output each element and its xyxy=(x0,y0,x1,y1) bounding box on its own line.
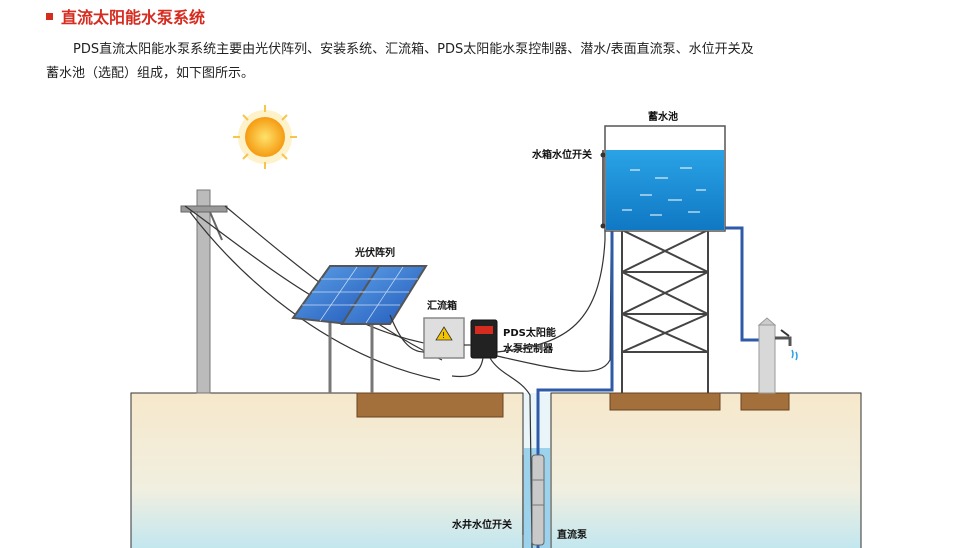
combiner-box: ! 汇流箱 xyxy=(423,299,465,359)
panel-foundation xyxy=(356,392,504,418)
tank-level-switch: 水箱水位开关 xyxy=(531,148,606,229)
reservoir-tank: 蓄水池 xyxy=(604,110,726,232)
dc-pump: 直流泵 xyxy=(531,454,588,546)
section-heading: 直流太阳能水泵系统 xyxy=(46,4,205,28)
faucet-foundation xyxy=(740,392,790,411)
intro-paragraph: PDS直流太阳能水泵系统主要由光伏阵列、安装系统、汇流箱、PDS太阳能水泵控制器… xyxy=(46,38,896,86)
section-title: 直流太阳能水泵系统 xyxy=(61,8,206,27)
wiring xyxy=(389,154,613,548)
controller-label-line2: 水泵控制器 xyxy=(502,342,554,355)
reservoir-label: 蓄水池 xyxy=(648,110,678,123)
ground-left xyxy=(130,392,524,548)
sun-icon xyxy=(233,105,297,169)
intro-line-1: PDS直流太阳能水泵系统主要由光伏阵列、安装系统、汇流箱、PDS太阳能水泵控制器… xyxy=(73,42,754,57)
pv-array-label: 光伏阵列 xyxy=(354,246,395,259)
tank-level-switch-label: 水箱水位开关 xyxy=(531,148,592,161)
tower-foundation xyxy=(609,392,721,411)
well-level-switch-label: 水井水位开关 xyxy=(451,518,512,531)
svg-text:!: ! xyxy=(442,331,445,340)
title-bullet-icon xyxy=(46,12,53,20)
utility-pole xyxy=(180,189,228,394)
well-level-switch: 水井水位开关 xyxy=(451,455,524,535)
water-tower xyxy=(621,229,709,393)
outlet-pipe xyxy=(725,226,770,342)
pump-controller: PDS太阳能 水泵控制器 xyxy=(470,319,556,359)
faucet-icon xyxy=(757,317,798,394)
intro-line-2: 蓄水池（选配）组成，如下图所示。 xyxy=(46,66,255,81)
combiner-box-label: 汇流箱 xyxy=(427,299,457,312)
controller-label-line1: PDS太阳能 xyxy=(503,326,556,339)
dc-pump-label: 直流泵 xyxy=(557,528,588,541)
ground-right xyxy=(550,392,862,548)
solar-panel-array: 光伏阵列 xyxy=(291,246,428,393)
